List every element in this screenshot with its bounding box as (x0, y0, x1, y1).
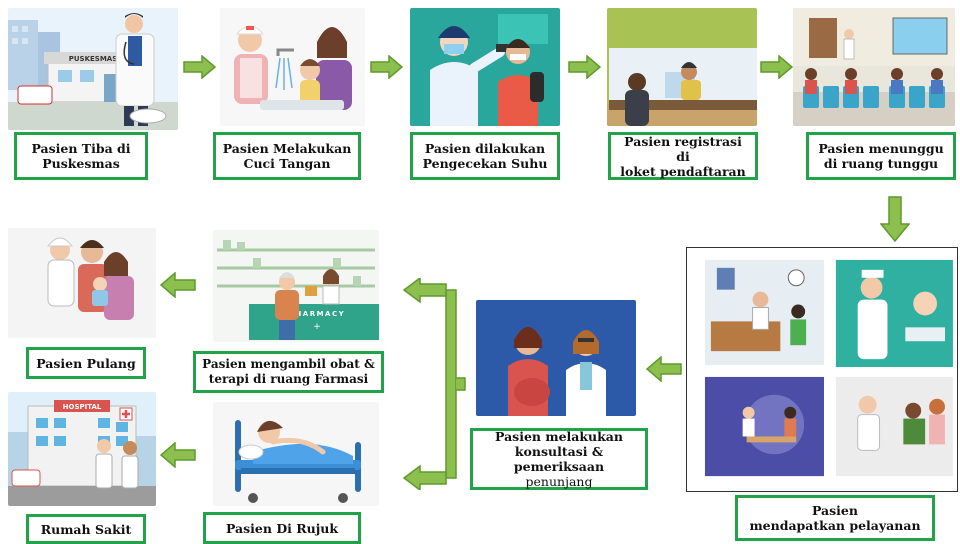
home-image (8, 228, 156, 338)
arrow-left-icon (646, 356, 682, 382)
consultation-label: Pasien melakukan konsultasi & pemeriksaa… (470, 428, 648, 490)
pharmacy-label: Pasien mengambil obat & terapi di ruang … (193, 351, 384, 393)
waiting-room-icon (793, 8, 955, 126)
service-panel (686, 247, 958, 492)
arrow-right-icon (370, 55, 403, 79)
arrow-left-icon (160, 272, 196, 298)
clinic-building-doctor-icon: PUSKESMAS (8, 8, 178, 130)
home-label: Pasien Pulang (26, 347, 146, 379)
arrow-right-icon (183, 55, 216, 79)
temperature-label: Pasien dilakukan Pengecekan Suhu (410, 132, 560, 180)
pharmacy-image: PHARMACY + (213, 230, 379, 342)
arrival-image: PUSKESMAS (8, 8, 178, 130)
pharmacy-sign-text: PHARMACY (289, 310, 345, 318)
registration-counter-icon (607, 8, 757, 126)
patient-bed-icon (213, 402, 379, 506)
temperature-check-icon (410, 8, 560, 126)
arrow-right-icon (568, 55, 601, 79)
arrow-right-icon (760, 55, 793, 79)
consultation-icon (476, 300, 636, 416)
hospital-label: Rumah Sakit (26, 514, 146, 544)
waiting-label: Pasien menunggu di ruang tunggu (806, 132, 956, 180)
registration-image (607, 8, 757, 126)
medical-service-icon (704, 259, 953, 477)
family-going-home-icon (8, 228, 156, 338)
hospital-sign-text: HOSPITAL (63, 403, 102, 411)
referred-label: Pasien Di Rujuk (203, 512, 361, 544)
service-label: Pasien mendapatkan pelayanan (735, 495, 935, 541)
consultation-image (476, 300, 636, 416)
arrival-label: Pasien Tiba di Puskesmas (14, 132, 148, 180)
handwashing-icon (220, 8, 365, 126)
puskesmas-sign-text: PUSKESMAS (69, 55, 118, 63)
arrow-down-icon (880, 196, 910, 242)
handwash-image (220, 8, 365, 126)
referred-image (213, 402, 379, 506)
pharmacy-icon: PHARMACY + (213, 230, 379, 342)
branch-arrow-icon (402, 278, 466, 490)
registration-label: Pasien registrasi di loket pendaftaran (608, 132, 758, 180)
consultation-label-normal: penunjang (525, 474, 593, 489)
svg-text:+: + (313, 322, 321, 332)
handwash-label: Pasien Melakukan Cuci Tangan (213, 132, 361, 180)
waiting-image (793, 8, 955, 126)
consultation-label-bold: Pasien melakukan konsultasi & pemeriksaa… (495, 429, 623, 474)
temperature-image (410, 8, 560, 126)
hospital-building-icon: HOSPITAL (8, 392, 156, 506)
arrow-left-icon (160, 442, 196, 468)
hospital-image: HOSPITAL (8, 392, 156, 506)
